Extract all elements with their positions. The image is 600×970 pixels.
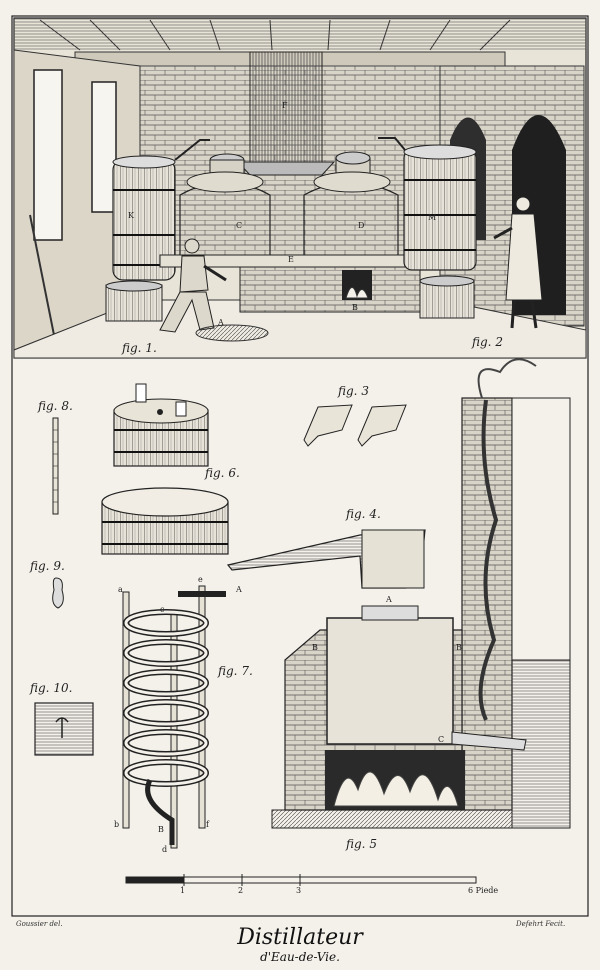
fig7-coil: a A c e b B f d xyxy=(114,575,242,854)
furnace-C: C xyxy=(438,735,444,744)
workshop-scene: F K C xyxy=(13,17,587,359)
fig3-wedges xyxy=(303,404,407,447)
label-b: B xyxy=(352,303,358,312)
fig10-label: fig. 10. xyxy=(29,681,72,695)
coil-e: e xyxy=(198,575,203,584)
flames xyxy=(333,771,459,807)
scale-unit: 6 Piede xyxy=(468,886,498,895)
boiler xyxy=(326,617,454,745)
furnace-c: C xyxy=(174,139,271,263)
scale-tick-1: 1 xyxy=(180,886,185,895)
fig6-lidded-tub xyxy=(113,383,209,467)
shovel xyxy=(29,214,56,341)
barrel-k: K xyxy=(112,155,176,281)
label-k: K xyxy=(128,211,135,220)
tub-right xyxy=(419,275,475,319)
fig1-label: fig. 1. xyxy=(121,341,157,355)
scale-tick-2: 2 xyxy=(238,886,243,895)
scale-tick-3: 3 xyxy=(296,886,301,895)
fig4-still-head xyxy=(226,529,426,589)
fig6-label: fig. 6. xyxy=(204,466,240,480)
furnace-B1: B xyxy=(312,643,318,652)
plate-subtitle: d'Eau-de-Vie. xyxy=(260,950,340,964)
fig10-plate xyxy=(34,702,94,756)
fig7-label: fig. 7. xyxy=(217,664,253,678)
worker-kneeling xyxy=(159,238,227,333)
signature-right: Defehrt Fecit. xyxy=(515,920,565,928)
signature-left: Goussier del. xyxy=(16,920,63,928)
furnace-B2: B xyxy=(456,643,462,652)
fig6-open-tub xyxy=(101,487,229,555)
coil-b: b xyxy=(114,820,119,829)
fig5-label: fig. 5 xyxy=(345,837,377,851)
fig3-label: fig. 3 xyxy=(337,384,369,398)
plate-border xyxy=(11,15,589,917)
window-right xyxy=(91,81,117,213)
label-c: C xyxy=(236,221,242,230)
plate-title: Distillateur xyxy=(236,925,364,950)
fig2-label: fig. 2 xyxy=(471,335,503,349)
window-left xyxy=(33,69,63,241)
scale-bar: 1 2 3 6 Piede xyxy=(125,874,498,895)
fig8-label: fig. 8. xyxy=(37,399,73,413)
floor-mat xyxy=(195,324,269,342)
coil-f: f xyxy=(206,820,210,829)
flue-smoke xyxy=(478,399,499,721)
fig8-tube xyxy=(52,417,59,515)
label-d: D xyxy=(358,221,364,230)
furnace-d: D xyxy=(303,137,406,263)
label-e: E xyxy=(288,255,294,264)
outlet-pipe-c xyxy=(451,731,527,751)
label-f: F xyxy=(282,101,288,110)
chimney-smoke xyxy=(477,358,537,399)
coil-c: c xyxy=(160,605,165,614)
coil-A: A xyxy=(235,585,242,594)
coil-d: d xyxy=(162,845,167,854)
worker-standing xyxy=(493,196,543,329)
fig4-label: fig. 4. xyxy=(345,507,381,521)
coil-B: B xyxy=(158,825,164,834)
label-m: M xyxy=(428,213,436,222)
fig5-furnace: A B B C xyxy=(271,358,571,829)
hearth-base xyxy=(239,266,421,313)
coil-a: a xyxy=(118,585,123,594)
fig9-label: fig. 9. xyxy=(29,559,65,573)
tub-left xyxy=(105,280,163,322)
furnace-A: A xyxy=(385,595,392,604)
barrel-m: M xyxy=(403,144,477,271)
fig9-stopper xyxy=(52,577,64,609)
label-a: A xyxy=(217,318,224,327)
